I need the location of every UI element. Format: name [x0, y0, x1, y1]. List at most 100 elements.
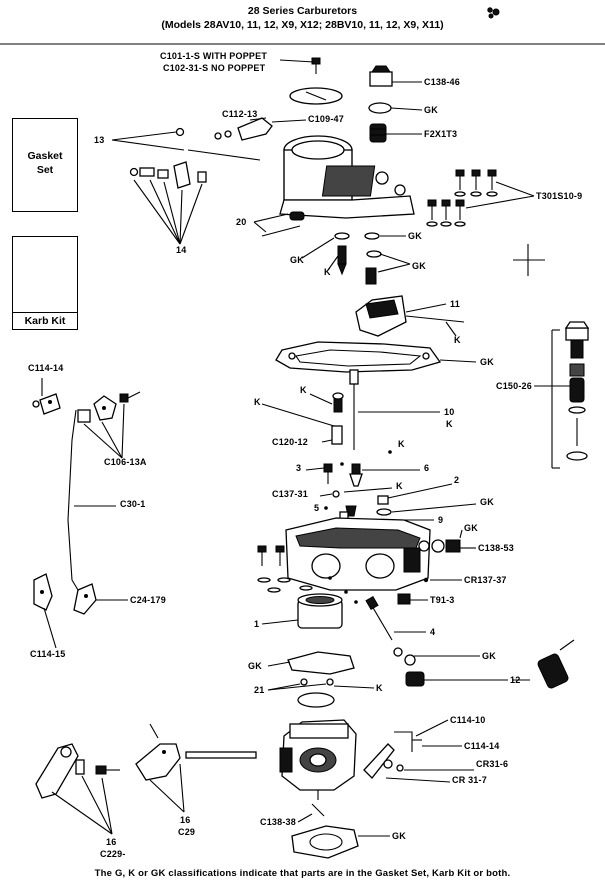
label-11: 11: [450, 299, 460, 309]
registration-mark: [513, 244, 545, 276]
label-f2x1t3: F2X1T3: [424, 129, 458, 139]
label-c138-46: C138-46: [424, 77, 460, 87]
gasket-ring-top: [368, 102, 392, 114]
label-c138-53: C138-53: [478, 543, 514, 553]
label-5: 5: [314, 503, 320, 513]
label-t91-3: T91-3: [430, 595, 455, 605]
screw-item-3: [305, 463, 333, 484]
item-6: [349, 463, 420, 487]
gasket-set-label: Gasket Set: [27, 150, 63, 176]
label-k-h: K: [376, 683, 383, 693]
karb-kit-label: Karb Kit: [24, 315, 66, 327]
label-gk-left: GK: [290, 255, 304, 265]
label-14: 14: [176, 245, 187, 255]
label-gk-k: GK: [412, 261, 426, 271]
label-12: 12: [510, 675, 521, 685]
bowl-screws: [257, 545, 313, 593]
needle-and-seat: [301, 232, 411, 285]
label-c30-1: C30-1: [120, 499, 146, 509]
base-gasket: [291, 825, 390, 859]
bracket-c114-10: [363, 719, 474, 783]
flange-gasket-lower: [267, 651, 375, 708]
label-10: 10: [444, 407, 455, 417]
label-4: 4: [430, 627, 436, 637]
label-cr31-7: CR 31-7: [452, 775, 487, 785]
label-k-g: K: [396, 481, 403, 491]
venturi-item-1: [261, 593, 343, 629]
float-bowl-body: [285, 517, 431, 591]
lever-c114-15: [33, 573, 57, 649]
label-t301s10-9: T301S10-9: [536, 191, 583, 201]
label-cr137-37: CR137-37: [464, 575, 507, 585]
label-c24-179: C24-179: [130, 595, 166, 605]
label-13: 13: [94, 135, 105, 145]
label-20: 20: [236, 217, 247, 227]
label-c120-12: C120-12: [272, 437, 308, 447]
label-c114-10: C114-10: [450, 715, 486, 725]
label-c112-13: C112-13: [222, 109, 258, 119]
page-subtitle: (Models 28AV10, 11, 12, X9, X12; 28BV10,…: [161, 19, 444, 31]
pump-lever-c106-13a: [77, 391, 141, 459]
footer-note: The G, K or GK classifications indicate …: [94, 868, 511, 879]
label-k-a: K: [324, 267, 331, 277]
label-c150-26: C150-26: [496, 381, 532, 391]
label-c114-15: C114-15: [30, 649, 66, 659]
lever-c114-14-top: [32, 378, 61, 415]
label-gk-bot: GK: [392, 831, 406, 841]
karb-kit-box: Karb Kit: [12, 236, 78, 330]
label-16a: 16: [106, 837, 117, 847]
label-c101: C101-1-S WITH POPPET: [160, 51, 268, 61]
choke-valve-screw: [311, 57, 321, 74]
label-9: 9: [438, 515, 444, 525]
label-c114-14-bot: C114-14: [464, 741, 500, 751]
label-c109-47: C109-47: [308, 114, 344, 124]
label-3: 3: [296, 463, 302, 473]
label-cr31-6: CR31-6: [476, 759, 509, 769]
float-11: [355, 295, 465, 337]
pump-link-10: [261, 369, 440, 454]
lever-c24-179: [73, 583, 128, 615]
label-c114-14-top: C114-14: [28, 363, 64, 373]
fitting-c138-53: [418, 529, 476, 553]
label-21: 21: [254, 685, 265, 695]
label-gk-left-low: GK: [248, 661, 262, 671]
label-2: 2: [454, 475, 460, 485]
label-k-b: K: [454, 335, 461, 345]
label-c29: C29: [178, 827, 196, 837]
label-c102: C102-31-S NO POPPET: [163, 63, 266, 73]
label-k-c: K: [300, 385, 307, 395]
label-6: 6: [424, 463, 430, 473]
label-1: 1: [254, 619, 260, 629]
label-gk-gasket: GK: [480, 357, 494, 367]
label-k-f: K: [398, 439, 405, 449]
idle-screw-20: [253, 211, 305, 237]
pump-assembly-c150-26: [534, 321, 590, 461]
plug-t91-3: [397, 593, 428, 605]
screws-t301s10-9: [426, 169, 535, 227]
choke-lever-parts-14: [129, 161, 207, 245]
corner-logo-mark: [487, 7, 500, 19]
label-k-e: K: [446, 419, 453, 429]
label-16b: 16: [180, 815, 191, 825]
bowl-cover-gasket: [275, 341, 477, 373]
label-c137-31: C137-31: [272, 489, 308, 499]
choke-shaft-13: [187, 149, 261, 161]
idle-gasket-right: [393, 647, 508, 687]
solenoid-12: [512, 639, 575, 689]
idle-needle-4: [365, 595, 426, 641]
gasket-set-box: Gasket Set: [12, 118, 78, 212]
label-c229: C229-: [100, 849, 126, 859]
spring-f2x1t3: [369, 123, 422, 143]
label-k-d: K: [254, 397, 261, 407]
label-gk-mid: GK: [480, 497, 494, 507]
label-gk-low: GK: [482, 651, 496, 661]
label-gk-20: GK: [408, 231, 422, 241]
page-title: 28 Series Carburetors: [247, 5, 358, 17]
karb-kit-box-divider: [13, 312, 77, 329]
label-gk-r: GK: [464, 523, 478, 533]
label-c138-38: C138-38: [260, 817, 296, 827]
label-gk-top: GK: [424, 105, 438, 115]
throttle-levers-16: [35, 723, 257, 835]
